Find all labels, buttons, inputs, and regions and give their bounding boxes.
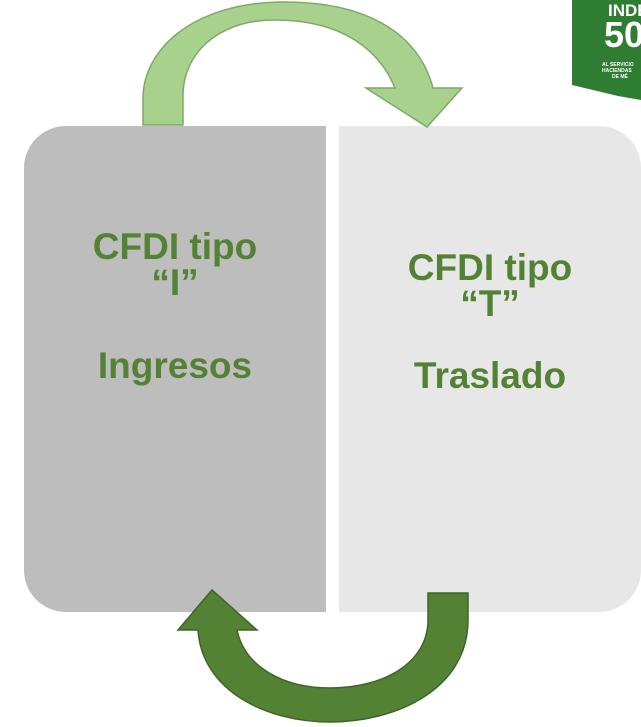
top-arrow-icon	[142, 1, 464, 128]
badge-small3: DE MÉ	[612, 74, 628, 80]
card-title: CFDI tipo “T”	[339, 247, 641, 324]
card-title-line2: “I”	[151, 262, 199, 303]
card-subtitle: Traslado	[413, 355, 567, 396]
badge-shape	[572, 0, 641, 100]
card-traslado: CFDI tipo “T” Traslado	[339, 126, 641, 612]
badge-small2: HACIENDAS	[602, 68, 632, 74]
badge-small1: AL SERVICIO	[602, 62, 634, 68]
bottom-arrow-icon	[176, 588, 469, 723]
card-title: CFDI tipo “I”	[24, 226, 326, 303]
card-ingresos: CFDI tipo “I” Ingresos	[24, 126, 326, 612]
badge-number: 50	[604, 14, 641, 55]
card-title-line2: “T”	[460, 283, 520, 324]
badge-line1: INDE	[608, 1, 641, 20]
card-title-line1: CFDI tipo	[407, 247, 573, 288]
card-title-line1: CFDI tipo	[92, 226, 258, 267]
card-subtitle: Ingresos	[97, 345, 253, 386]
